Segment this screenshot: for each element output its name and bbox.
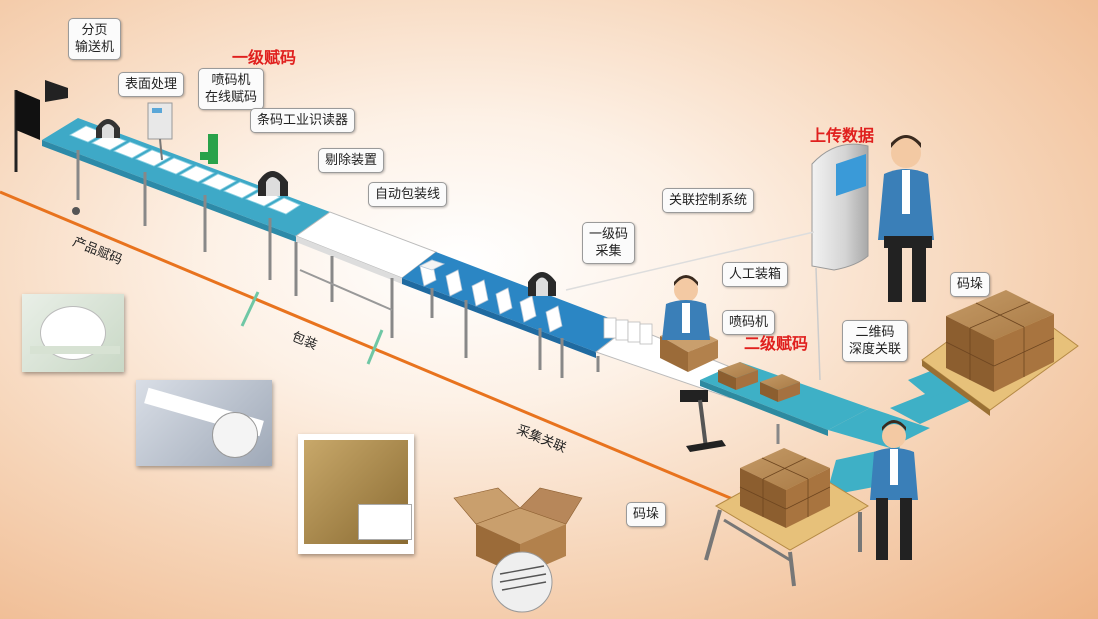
callout-surface-treatment: 表面处理 — [118, 72, 185, 97]
inkjet-printer-device — [147, 102, 173, 161]
highlight-primary-coding: 一级赋码 — [232, 48, 297, 67]
worker-boxing — [662, 275, 710, 340]
secondary-inkjet-stand — [680, 390, 726, 452]
highlight-secondary-coding: 二级赋码 — [744, 334, 809, 353]
callout-barcode-reader: 条码工业识读器 — [250, 108, 356, 133]
worker-supervisor — [878, 135, 934, 302]
packaging-conveyor — [402, 252, 630, 378]
flag-icon — [14, 80, 68, 172]
open-carton-illustration — [453, 487, 583, 613]
callout-primary-code-capture: 一级码 采集 — [582, 222, 636, 264]
worker-palletizer — [870, 420, 918, 560]
cartons-on-conveyor — [718, 362, 800, 402]
stage-line — [0, 190, 736, 502]
callout-pallet-stack-bottom: 码垛 — [626, 502, 667, 527]
product-photo-bottle — [22, 294, 124, 372]
highlight-upload-data: 上传数据 — [810, 126, 875, 145]
product-photo-gift-box — [298, 434, 414, 554]
surface-treatment-device — [96, 119, 120, 138]
primary-code-scanner — [528, 272, 556, 296]
callout-manual-boxing: 人工装箱 — [722, 262, 789, 287]
server-cabinet — [811, 143, 869, 271]
product-photo-strip — [136, 380, 272, 466]
callout-page-conveyor: 分页 输送机 — [68, 18, 122, 60]
callout-association-control-system: 关联控制系统 — [662, 188, 755, 213]
callout-auto-packaging-line: 自动包装线 — [368, 182, 448, 207]
page-conveyor — [42, 118, 330, 280]
reject-device — [258, 171, 288, 196]
pallet-stack-right — [921, 290, 1079, 416]
callout-qr-deep-association: 二维码 深度关联 — [842, 320, 909, 362]
callout-inkjet-printer: 喷码机 — [722, 310, 776, 335]
barcode-reader-device — [200, 134, 218, 164]
callout-reject-device: 剔除装置 — [318, 148, 385, 173]
pallet-stack-bottom — [704, 448, 869, 587]
callout-inkjet-online: 喷码机 在线赋码 — [198, 68, 265, 110]
callout-pallet-stack-right: 码垛 — [950, 272, 991, 297]
